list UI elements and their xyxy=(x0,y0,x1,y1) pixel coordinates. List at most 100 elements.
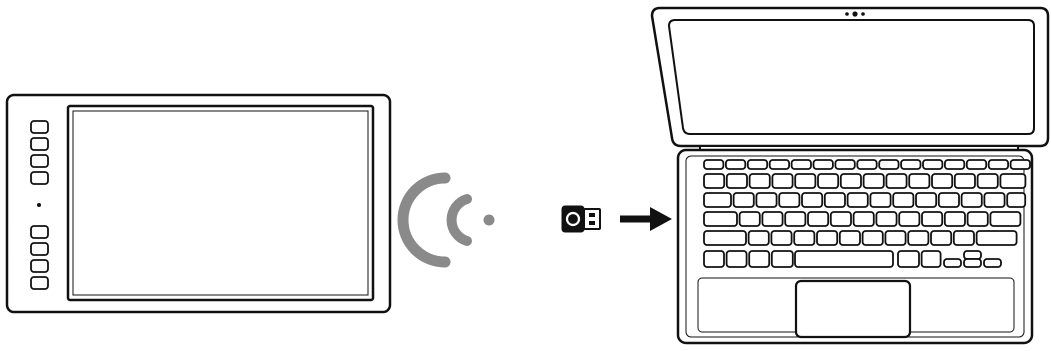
tablet-indicator-dot xyxy=(37,203,41,207)
express-key xyxy=(31,121,48,133)
express-key xyxy=(31,260,48,272)
keyboard-key xyxy=(818,174,838,188)
keyboard-key xyxy=(727,174,747,188)
keyboard-key xyxy=(954,231,974,245)
keyboard-key xyxy=(785,212,805,226)
keyboard-key xyxy=(817,231,837,245)
keyboard-key xyxy=(870,193,890,207)
keyboard-key xyxy=(923,160,942,169)
keyboard-key xyxy=(749,251,769,267)
keyboard-key xyxy=(771,231,791,245)
keyboard-key xyxy=(977,231,1017,245)
keyboard-key xyxy=(750,174,770,188)
keyboard-key xyxy=(978,174,998,188)
keyboard-key xyxy=(945,160,964,169)
keyboard-key xyxy=(734,193,754,207)
keyboard-key xyxy=(901,160,920,169)
signal-wave-outer xyxy=(403,178,445,262)
keyboard-key xyxy=(740,212,760,226)
keyboard-key xyxy=(989,160,1008,169)
keyboard-key xyxy=(704,212,737,226)
express-key xyxy=(31,172,48,184)
keyboard-key xyxy=(1000,174,1025,188)
keyboard-key xyxy=(955,174,975,188)
keyboard-key xyxy=(863,231,883,245)
keyboard-key xyxy=(794,231,814,245)
signal-source-dot xyxy=(484,215,495,226)
webcam-light-right xyxy=(861,12,865,16)
keyboard-key xyxy=(841,174,861,188)
keyboard-key xyxy=(831,212,851,226)
keyboard-key xyxy=(779,193,799,207)
space-bar xyxy=(795,251,893,267)
wireless-signal-icon xyxy=(403,178,495,262)
keyboard-key xyxy=(857,160,876,169)
laptop-screen xyxy=(669,20,1034,134)
arrow-head xyxy=(650,207,672,231)
arrow-key xyxy=(944,259,961,267)
keyboard-key xyxy=(808,212,828,226)
express-key xyxy=(31,226,48,238)
keyboard-key xyxy=(704,251,724,267)
keyboard-key xyxy=(727,251,747,267)
signal-wave-inner xyxy=(452,199,467,241)
keyboard-key xyxy=(932,174,952,188)
keyboard-key xyxy=(854,212,874,226)
keyboard-key xyxy=(792,160,811,169)
express-key xyxy=(31,243,48,255)
keyboard-key xyxy=(962,193,982,207)
express-key xyxy=(31,155,48,167)
express-key xyxy=(31,277,48,289)
usb-receiver-icon xyxy=(562,206,600,232)
keyboard-key xyxy=(814,160,833,169)
keyboard-key xyxy=(1007,193,1025,207)
keyboard-key xyxy=(931,231,951,245)
keyboard-key xyxy=(1011,160,1030,169)
keyboard-key xyxy=(908,231,928,245)
keyboard-key xyxy=(802,193,822,207)
keyboard-key xyxy=(879,160,898,169)
receiver-plug-slot-2 xyxy=(589,221,595,225)
keyboard-key xyxy=(848,193,868,207)
keyboard-key xyxy=(825,193,845,207)
keyboard-key xyxy=(835,160,854,169)
touchpad xyxy=(796,281,910,337)
keyboard-key xyxy=(922,212,942,226)
receiver-body xyxy=(562,206,584,232)
webcam-icon xyxy=(852,11,857,16)
webcam-light-left xyxy=(845,12,849,16)
keyboard-key xyxy=(704,174,724,188)
keyboard-key xyxy=(704,160,723,169)
keyboard-key xyxy=(772,174,792,188)
receiver-plug xyxy=(584,209,600,229)
keyboard-key xyxy=(990,212,1020,226)
keyboard-key xyxy=(967,160,986,169)
keyboard-key xyxy=(893,193,913,207)
keyboard-key xyxy=(876,212,896,226)
keyboard-key xyxy=(885,231,905,245)
arrow-key xyxy=(964,259,981,267)
keyboard-key xyxy=(909,174,929,188)
keyboard-key xyxy=(762,212,782,226)
keyboard-key xyxy=(939,193,959,207)
keyboard-key xyxy=(748,160,767,169)
keyboard-key xyxy=(726,160,745,169)
keyboard-key xyxy=(704,193,731,207)
keyboard-key xyxy=(770,160,789,169)
keyboard-key xyxy=(704,231,746,245)
keyboard-key xyxy=(864,174,884,188)
keyboard-key xyxy=(968,212,988,226)
keyboard-key xyxy=(898,251,919,267)
arrow-key xyxy=(964,251,981,259)
arrow-key xyxy=(984,259,1001,267)
pen-tablet-icon xyxy=(7,95,390,312)
arrow-right-icon xyxy=(620,207,672,231)
keyboard-key xyxy=(749,231,769,245)
keyboard-key xyxy=(922,251,941,267)
keyboard-key xyxy=(772,251,793,267)
keyboard-key xyxy=(840,231,860,245)
keyboard-key xyxy=(916,193,936,207)
keyboard-key xyxy=(899,212,919,226)
receiver-plug-slot-1 xyxy=(589,213,595,217)
